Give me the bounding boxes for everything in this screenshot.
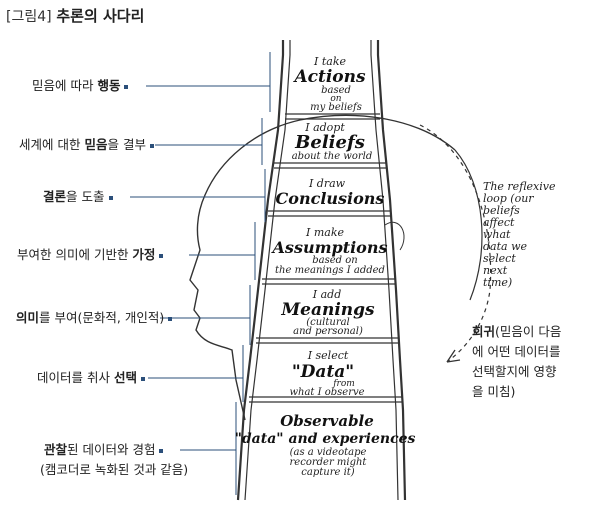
label-conclusions: 결론을 도출	[43, 188, 113, 206]
rung-observable-small2: recorder might	[290, 457, 368, 468]
reflexive-loop-arrowhead	[446, 349, 461, 363]
label-assumptions: 부여한 의미에 기반한 가정	[17, 246, 164, 264]
label-observable-line2: (캠코더로 녹화된 것과 같음)	[40, 462, 189, 477]
rung-actions-small1: I take	[313, 55, 346, 68]
label-text: 부여한 의미에 기반한	[17, 247, 133, 262]
rung-beliefs-title: Beliefs	[294, 132, 365, 153]
rung-data-title: "Data"	[292, 362, 354, 382]
rung-data-small1: I select	[307, 349, 349, 362]
label-text: 를 부여(문화적, 개인적)	[39, 310, 165, 325]
reflexive-note-line: The reflexive	[483, 180, 556, 193]
rung-observable-title: Observable	[280, 412, 374, 430]
bullet-marker	[159, 448, 164, 453]
rung-observable-title2: "data" and experiences	[235, 431, 416, 447]
bullet-marker	[149, 143, 154, 148]
figure-title: [그림4] 추론의 사다리	[6, 5, 144, 26]
label-select-data: 데이터를 취사 선택	[37, 369, 145, 387]
figure-title-text: 추론의 사다리	[56, 7, 145, 25]
bullet-marker	[168, 316, 173, 321]
side-note-line: 을 미침)	[472, 384, 516, 399]
reflexive-note-line: what	[483, 228, 511, 241]
reflexive-note-line: time)	[483, 276, 512, 289]
rung-meanings-title: Meanings	[280, 300, 375, 320]
reflexive-note-line: loop (our	[483, 192, 534, 205]
label-beliefs: 세계에 대한 믿음을 결부	[19, 136, 154, 154]
reflexive-note-line: affect	[483, 216, 515, 229]
bullet-marker	[159, 253, 164, 258]
side-note-line: 에 어떤 데이터를	[472, 344, 561, 359]
label-connectors	[130, 52, 271, 495]
side-note-bold: 회귀	[472, 324, 496, 339]
bullet-marker	[108, 195, 113, 200]
head-ear	[384, 222, 405, 251]
side-note-line: (믿음이 다음	[495, 324, 562, 339]
label-text: 데이터를 취사	[37, 370, 114, 385]
rung-assumptions-small2: based on	[312, 255, 357, 266]
label-text: 을 도출	[66, 189, 105, 204]
reflexive-note-line: next	[483, 264, 508, 277]
label-text: 된 데이터와 경험	[67, 442, 156, 457]
label-text: 세계에 대한	[19, 137, 85, 152]
rung-actions-small4: my beliefs	[310, 102, 362, 113]
label-bold: 믿음	[84, 137, 108, 152]
reflexive-note-line: data we	[483, 240, 527, 253]
rung-actions-small3: on	[330, 94, 341, 104]
bullet-marker	[140, 376, 145, 381]
label-observable: 관찰된 데이터와 경험	[44, 441, 164, 459]
label-bold: 관찰	[44, 442, 68, 457]
rung-observable-small1: (as a videotape	[290, 447, 367, 458]
rung-actions-title: Actions	[292, 67, 366, 87]
reflexive-note: The reflexive loop (our beliefs affect w…	[483, 180, 556, 289]
bullet-marker	[124, 84, 129, 89]
ladder-rungs	[249, 113, 402, 403]
rung-assumptions-title: Assumptions	[271, 238, 388, 257]
head-back-curve	[454, 149, 483, 301]
rung-assumptions-small3: the meanings I added	[275, 265, 385, 276]
label-meanings: 의미를 부여(문화적, 개인적)	[16, 309, 173, 327]
ladder-left-rail	[236, 40, 285, 501]
reflexive-note-line: select	[483, 252, 516, 265]
label-text: 믿음에 따라	[32, 78, 98, 93]
label-action: 믿음에 따라 행동	[32, 77, 129, 95]
label-text: 을 결부	[107, 137, 146, 152]
side-note-line: 선택할지에 영향	[472, 364, 557, 379]
rung-meanings-small3: and personal)	[293, 326, 363, 337]
ladder-right-rail	[376, 40, 407, 501]
rung-beliefs-small1: I adopt	[304, 121, 345, 134]
rung-conclusions-title: Conclusions	[276, 189, 385, 208]
rung-data-small3: what I observe	[289, 387, 364, 398]
reflexive-loop-explanation: 회귀(믿음이 다음 에 어떤 데이터를 선택할지에 영향 을 미침)	[472, 322, 561, 402]
head-profile	[189, 114, 456, 421]
label-bold: 의미	[16, 310, 40, 325]
label-bold: 행동	[97, 78, 121, 93]
figure-number: [그림4]	[6, 9, 52, 25]
rung-conclusions-small1: I draw	[308, 177, 346, 190]
rung-meanings-small1: I add	[312, 288, 341, 301]
rung-assumptions-small1: I make	[305, 226, 344, 239]
label-bold: 가정	[132, 247, 156, 262]
reflexive-loop-arrow	[419, 124, 492, 363]
label-bold: 선택	[113, 370, 137, 385]
rung-observable-small3: capture it)	[301, 467, 355, 478]
label-bold: 결론	[43, 189, 67, 204]
rung-beliefs-small2: about the world	[292, 151, 373, 162]
rung-data-small2: from	[332, 379, 355, 389]
reflexive-note-line: beliefs	[483, 204, 520, 217]
rung-meanings-small2: (cultural	[306, 317, 350, 328]
rung-actions-small2: based	[321, 85, 351, 96]
